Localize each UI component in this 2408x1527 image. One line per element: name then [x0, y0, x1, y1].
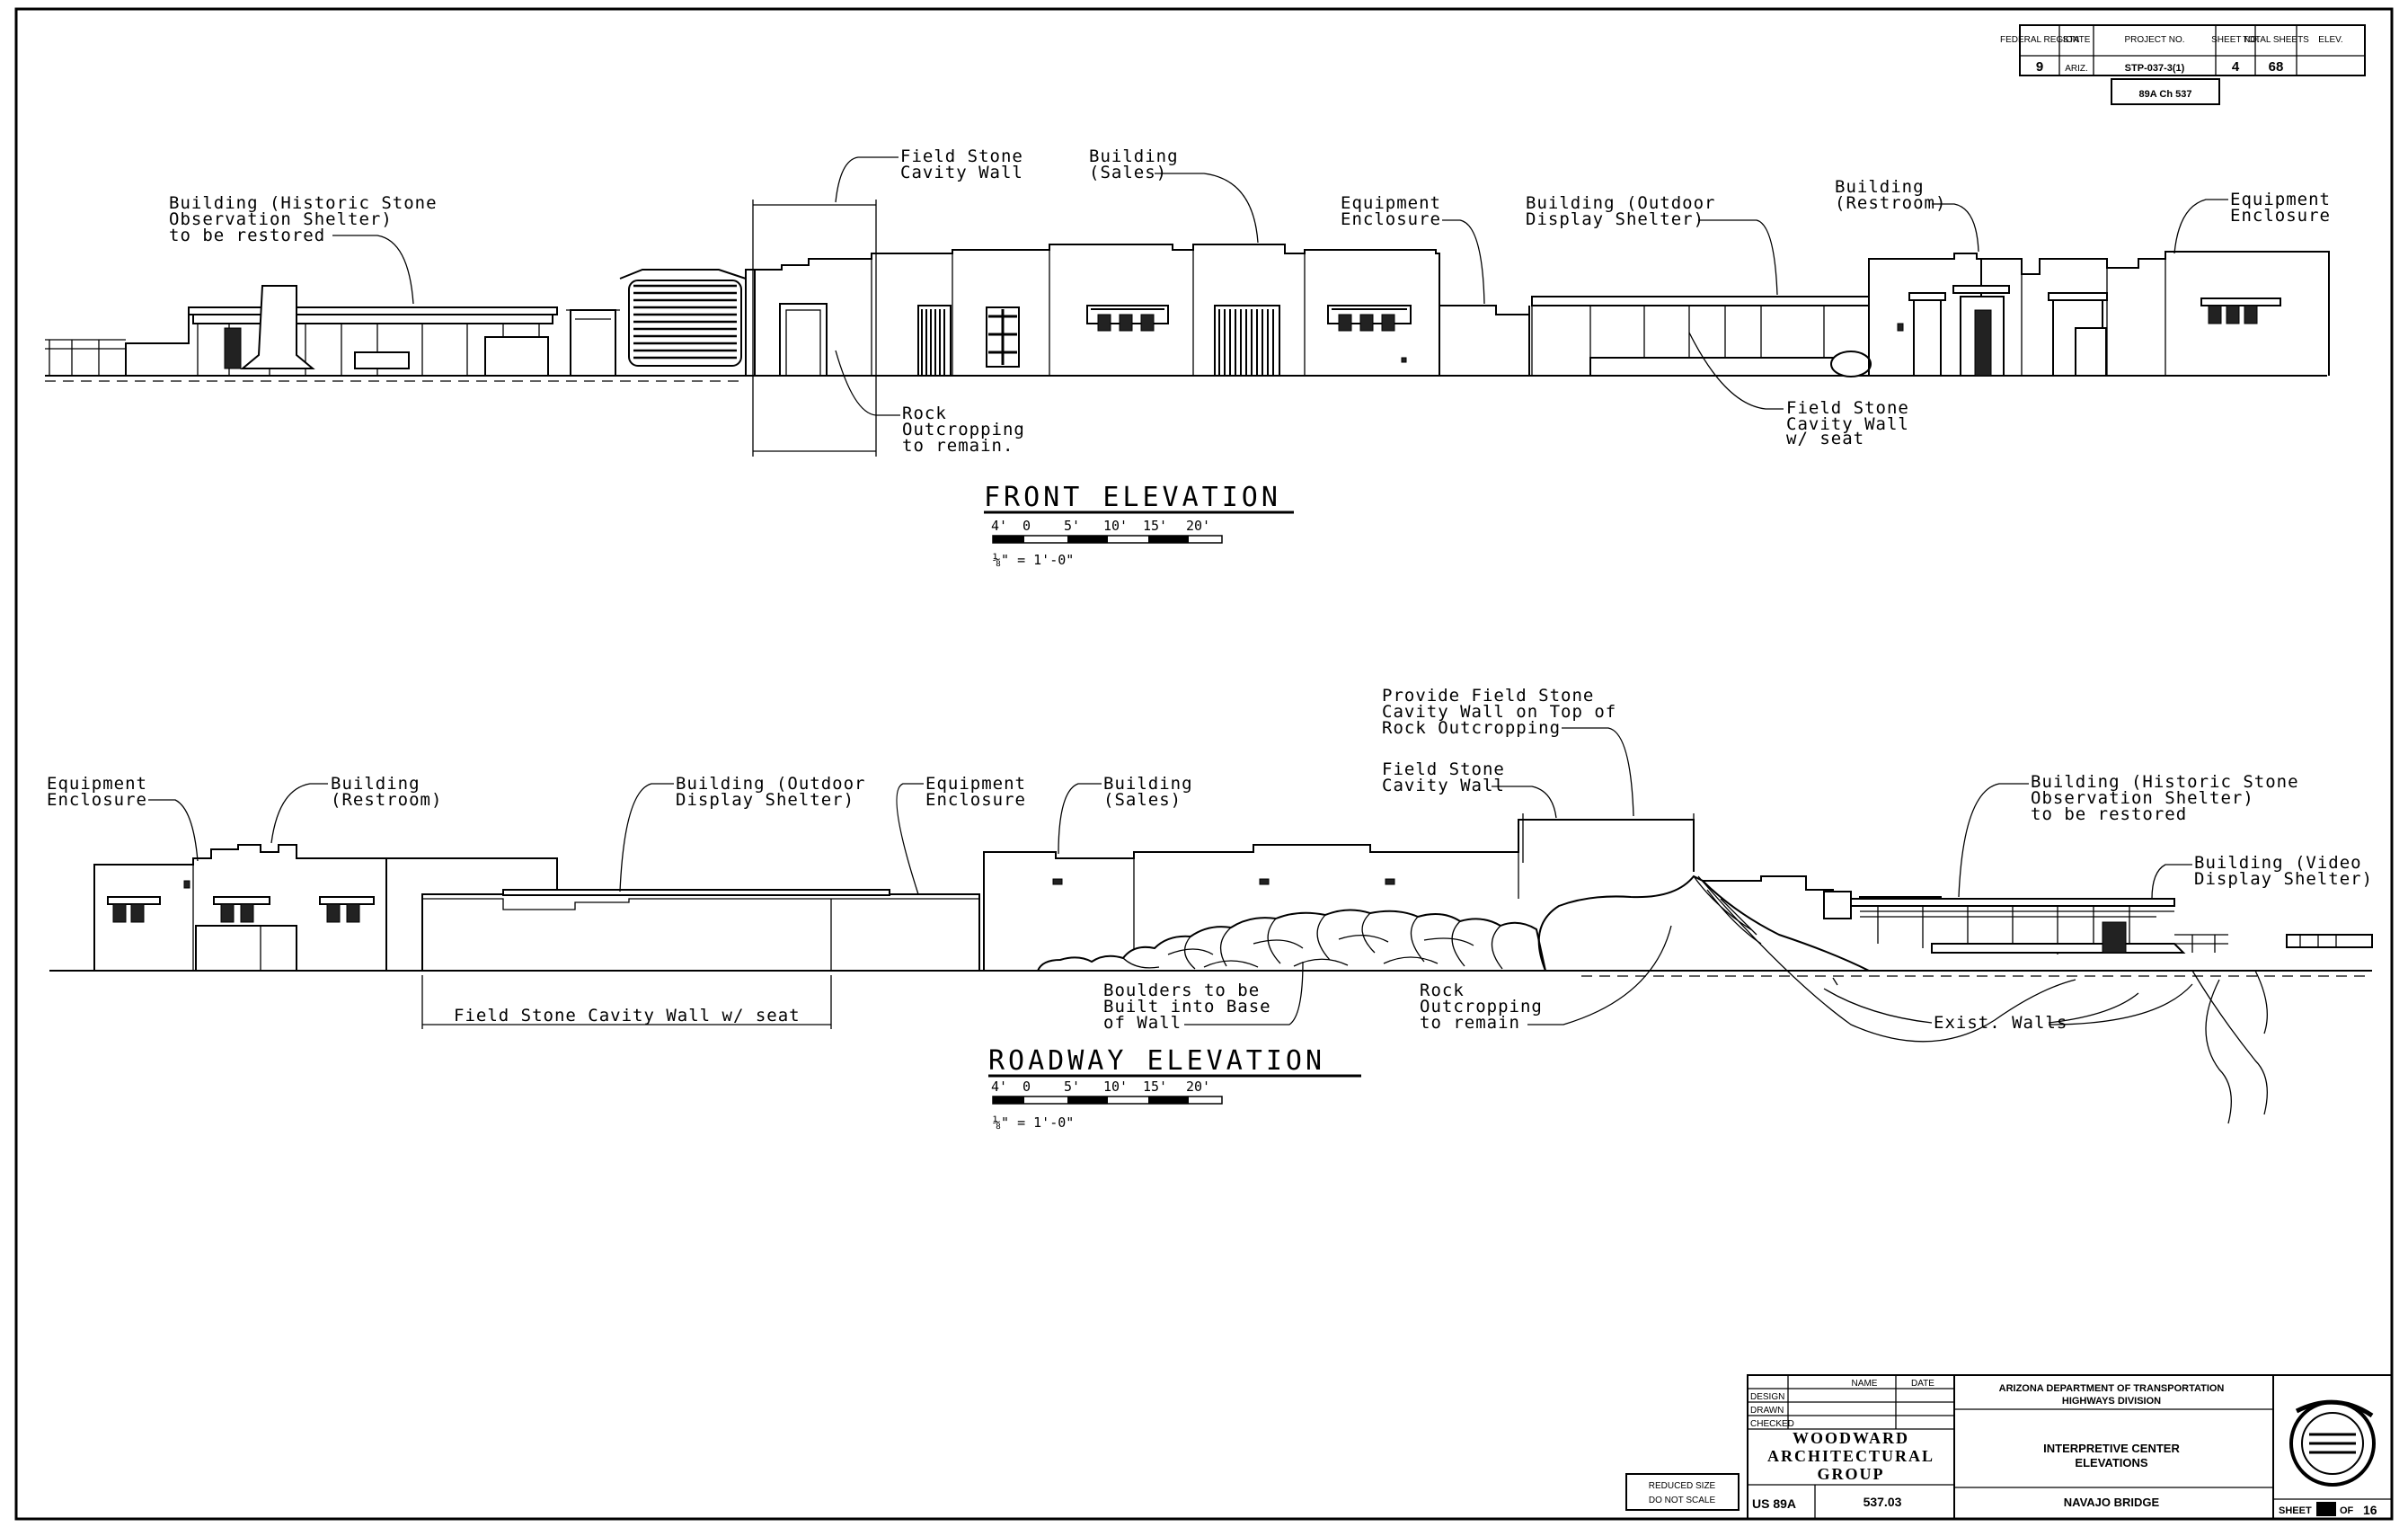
project-header-sheet: SHEET NO.	[2211, 35, 2260, 45]
engineer-seal	[2289, 1399, 2376, 1487]
sheet-border	[14, 7, 2394, 1521]
svg-text:20': 20'	[1186, 518, 1210, 534]
front-label-sales: Building(Sales)	[1089, 146, 1179, 182]
project-number-value: STP-037-3(1)	[2125, 63, 2185, 74]
project-header-state: STATE	[2063, 35, 2091, 45]
firm-name-line-2: ARCHITECTURAL	[1767, 1447, 1934, 1465]
project-header-total: TOTAL SHEETS	[2243, 35, 2309, 45]
front-display-shelter	[1439, 296, 1872, 377]
milepost: 537.03	[1864, 1495, 1902, 1509]
svg-text:15': 15'	[1143, 1079, 1167, 1095]
roadway-historic-shelter	[1703, 875, 2373, 954]
svg-text:10': 10'	[1103, 1079, 1128, 1095]
agency-division: HIGHWAYS DIVISION	[2062, 1396, 2161, 1407]
front-graphic-scale: 4' 0 5' 10' 15' 20' ⅛" = 1'-0"	[991, 518, 1223, 568]
roadway-display-shelter	[421, 889, 980, 972]
roadway-label-exist-walls: Exist. Walls	[1934, 1013, 2067, 1033]
project-sheet-value: 4	[2232, 59, 2240, 75]
front-historic-shelter	[125, 269, 747, 377]
roadway-existing-walls	[1697, 875, 2268, 1124]
title-block: NAME DATE DESIGN DRAWN CHECKED WOODWARD …	[1625, 1374, 2393, 1520]
front-sales-building	[745, 244, 1440, 377]
project-header-number: PROJECT NO.	[2124, 35, 2184, 45]
svg-text:0: 0	[1023, 1079, 1031, 1095]
roadway-scale-note: ⅛" = 1'-0"	[993, 1114, 1074, 1131]
front-scale-note: ⅛" = 1'-0"	[993, 552, 1074, 568]
svg-text:5': 5'	[1064, 518, 1080, 534]
front-elevation-title: FRONT ELEVATION	[984, 482, 1281, 513]
roadway-graphic-scale: 4' 0 5' 10' 15' 20' ⅛" = 1'-0"	[991, 1079, 1223, 1131]
roadway-label-restroom: Building(Restroom)	[331, 774, 442, 810]
project-number-block: FEDERAL REGION STATE PROJECT NO. SHEET N…	[2000, 24, 2366, 105]
svg-text:20': 20'	[1186, 1079, 1210, 1095]
sheet-title-line-1: INTERPRETIVE CENTER	[2043, 1442, 2180, 1455]
reduced-size-line-1: REDUCED SIZE	[1649, 1481, 1716, 1491]
front-restroom-building	[1868, 251, 2330, 377]
route-number: US 89A	[1752, 1496, 1796, 1511]
project-state-value: ARIZ.	[2065, 64, 2088, 74]
svg-text:10': 10'	[1103, 518, 1128, 534]
sheet-total: 16	[2363, 1503, 2377, 1517]
project-sub-value: 89A Ch 537	[2139, 89, 2192, 100]
project-header-region: FEDERAL REGION	[2000, 35, 2079, 45]
sheet-title-line-2: ELEVATIONS	[2075, 1456, 2147, 1469]
project-header-elev: ELEV.	[2318, 35, 2342, 45]
agency-name: ARIZONA DEPARTMENT OF TRANSPORTATION	[1999, 1383, 2225, 1394]
svg-text:0: 0	[1023, 518, 1031, 534]
location-name: NAVAJO BRIDGE	[2064, 1496, 2160, 1509]
reduced-size-line-2: DO NOT SCALE	[1649, 1496, 1716, 1505]
reduced-size-box	[1625, 1473, 1740, 1511]
project-region-value: 9	[2036, 59, 2043, 75]
sheet-of-label: OF	[2340, 1505, 2354, 1516]
title-row-design: DESIGN	[1750, 1392, 1784, 1402]
title-col-name: NAME	[1852, 1379, 1878, 1389]
svg-text:4': 4'	[991, 1079, 1007, 1095]
roadway-boulders	[1036, 909, 1547, 972]
firm-name-line-1: WOODWARD	[1793, 1429, 1909, 1447]
title-row-checked: CHECKED	[1750, 1419, 1794, 1429]
firm-name-line-3: GROUP	[1818, 1465, 1885, 1483]
roadway-elevation-title: ROADWAY ELEVATION	[988, 1045, 1325, 1077]
sheet-label: SHEET	[2279, 1505, 2312, 1516]
svg-text:5': 5'	[1064, 1079, 1080, 1095]
project-total-value: 68	[2269, 59, 2284, 75]
svg-text:15': 15'	[1143, 518, 1167, 534]
front-label-restroom: Building(Restroom)	[1835, 177, 1946, 213]
title-col-date: DATE	[1911, 1379, 1934, 1389]
title-row-drawn: DRAWN	[1750, 1406, 1784, 1416]
roadway-label-sales: Building(Sales)	[1103, 774, 1193, 810]
roadway-label-cavity-seat: Field Stone Cavity Wall w/ seat	[454, 1006, 801, 1025]
svg-text:4': 4'	[991, 518, 1007, 534]
